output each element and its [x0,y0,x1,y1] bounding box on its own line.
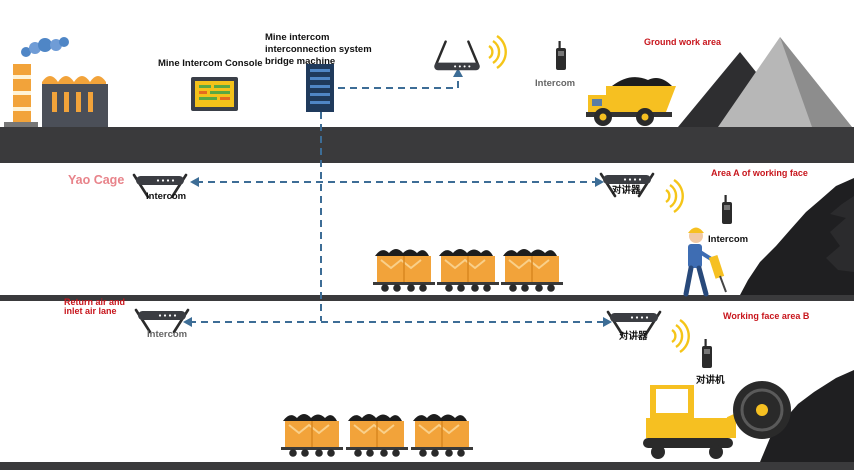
bridge-label-line3: bridge machine [265,56,336,67]
console-label: Mine Intercom Console [158,58,263,69]
worker-intercom-label: Intercom [708,234,749,245]
area-a-radio-icon [722,195,732,224]
coal-seam-a [740,178,854,295]
mine-cart-icon [436,248,500,293]
area-b-signal-icon [670,318,690,354]
mine-cart-icon [372,248,436,293]
mine-cart-icon [280,413,344,458]
area-b-radio-icon [702,339,712,368]
connection-lines [189,76,606,323]
bridge-machine-icon [306,64,334,112]
area-b-label: Working face area B [723,311,810,321]
mine-cart-icon [410,413,474,458]
area-a-signal-icon [664,178,684,214]
area-a-device-label: 对讲器 [612,185,641,196]
access-point-icon [434,40,480,71]
area-a-label: Area A of working face [711,168,808,178]
console-icon [191,77,238,111]
coal-seam-b [760,370,854,462]
ground-intercom-label: Intercom [535,78,576,89]
lane-intercom-label: Intercom [147,329,188,340]
signal-icon [487,34,507,70]
area-b-device-label: 对讲器 [619,331,648,342]
ground-area-label: Ground work area [644,37,722,47]
ground-bands [0,127,854,470]
worker-icon [683,227,727,297]
area-b-radio-label: 对讲机 [696,375,725,386]
mine-cart-icon [500,248,564,293]
excavator-icon [643,381,791,459]
arrowheads [183,68,612,327]
mountain-icon [678,37,852,127]
bridge-label-line2: interconnection system [265,44,372,55]
return-air-label: Return air and inlet air lane [64,297,126,317]
radio-icon [556,41,566,70]
dump-truck-icon [586,77,676,126]
yao-cage-label: Yao Cage [68,173,125,187]
bridge-label-line1: Mine intercom [265,32,330,43]
cage-intercom-label: Intercom [146,191,187,202]
mine-cart-icon [345,413,409,458]
factory-icon [4,37,108,127]
